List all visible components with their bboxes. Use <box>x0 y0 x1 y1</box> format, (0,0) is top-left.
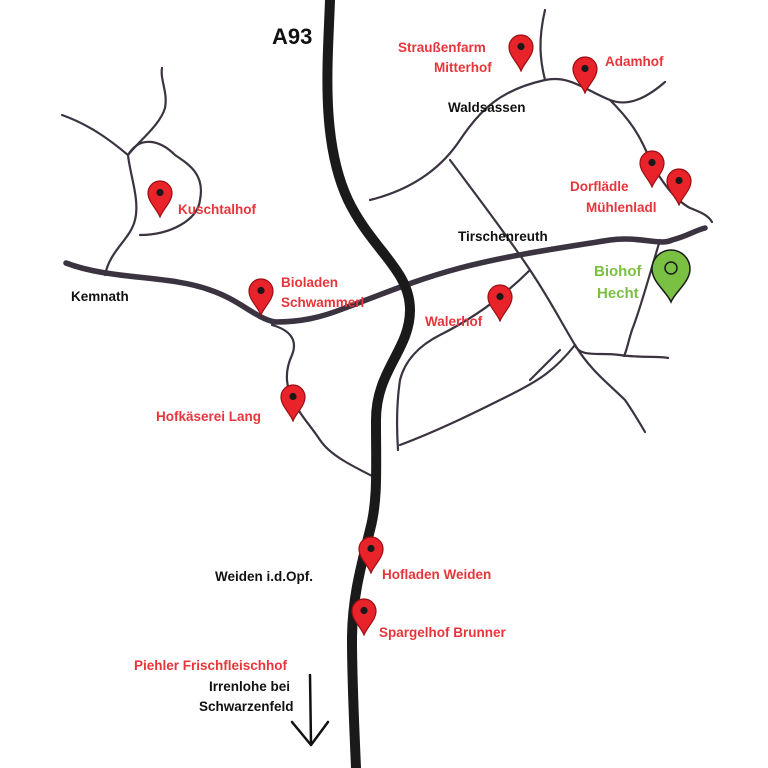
farm-marker-dorflaedle[interactable]: Dorflädle Mühlenladl <box>570 150 692 215</box>
map-pin-icon <box>666 168 692 206</box>
farm-label-dorflaedle: Dorflädle <box>570 179 629 194</box>
farm-label-hofkaeserei: Hofkäserei Lang <box>156 409 261 424</box>
map-pin-icon <box>487 284 513 322</box>
town-label-tirschenreuth: Tirschenreuth <box>458 229 548 244</box>
farm-label-piehler: Piehler Frischfleischhof <box>134 658 288 673</box>
farm-label-hofladen: Hofladen Weiden <box>382 567 491 582</box>
map-pin-icon <box>639 150 665 188</box>
farm-label-kuschtalhof: Kuschtalhof <box>178 202 257 217</box>
main-road <box>63 225 708 325</box>
farm-label-bioladen-2: Schwammerl <box>281 295 364 310</box>
farm-label-bioladen-1: Bioladen <box>281 275 338 290</box>
town-label-weiden: Weiden i.d.Opf. <box>215 569 313 584</box>
farm-label-walerhof: Walerhof <box>425 314 483 329</box>
map-pin-icon <box>508 34 534 72</box>
farm-label-spargelhof: Spargelhof Brunner <box>379 625 507 640</box>
home-label-1: Biohof <box>594 263 642 280</box>
map-pin-outline-icon <box>651 249 691 305</box>
farm-marker-bioladen[interactable]: Bioladen Schwammerl <box>248 275 364 316</box>
farm-label-strauss-2: Mitterhof <box>434 60 492 75</box>
farm-marker-spargelhof[interactable]: Spargelhof Brunner <box>351 598 507 640</box>
farm-marker-kuschtalhof[interactable]: Kuschtalhof <box>147 180 257 218</box>
town-label-kemnath: Kemnath <box>71 289 129 304</box>
farm-marker-walerhof[interactable]: Walerhof <box>425 284 513 329</box>
farm-label-strauss-1: Straußenfarm <box>398 40 486 55</box>
map-pin-icon <box>147 180 173 218</box>
direction-label-2: Schwarzenfeld <box>199 699 294 714</box>
home-marker-biohof-hecht[interactable]: Biohof Hecht <box>594 249 691 305</box>
farm-label-muehlenladl: Mühlenladl <box>586 200 657 215</box>
map-pin-icon <box>572 56 598 94</box>
farm-marker-strauss[interactable]: Straußenfarm Mitterhof <box>398 34 534 75</box>
farm-label-adamhof: Adamhof <box>605 54 664 69</box>
arrow-down-icon <box>290 673 330 747</box>
direction-label-1: Irrenlohe bei <box>209 679 290 694</box>
farm-marker-hofladen[interactable]: Hofladen Weiden <box>358 536 491 582</box>
highway-label: A93 <box>272 24 312 49</box>
home-label-2: Hecht <box>597 285 639 302</box>
farm-marker-adamhof[interactable]: Adamhof <box>572 54 664 94</box>
farm-marker-hofkaeserei[interactable]: Hofkäserei Lang <box>156 384 306 424</box>
town-label-waldsassen: Waldsassen <box>448 100 526 115</box>
a93-highway <box>322 0 415 768</box>
